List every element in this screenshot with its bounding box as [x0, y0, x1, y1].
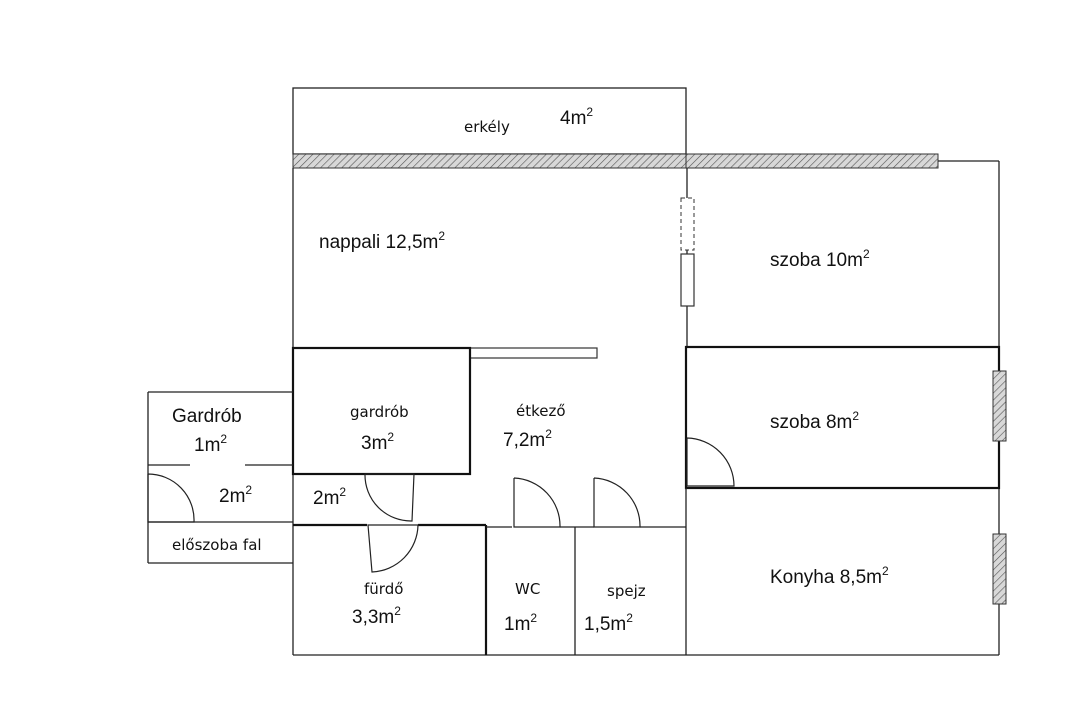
- window-szoba8: [992, 370, 1007, 442]
- label-konyha: Konyha 8,5m2: [770, 564, 889, 588]
- label-gardrob1-name: Gardrób: [172, 406, 242, 427]
- label-eloszoba: előszoba fal: [172, 536, 262, 554]
- label-spejz-area: 1,5m2: [584, 611, 633, 635]
- bathroom-block-walls: [293, 488, 687, 655]
- doors: [147, 437, 735, 573]
- balcony-window-wall-right: [685, 153, 939, 169]
- label-szoba10: szoba 10m2: [770, 247, 870, 271]
- label-etkezo-area: 7,2m2: [503, 427, 552, 451]
- label-etkezo-name: étkező: [516, 402, 566, 420]
- sliding-door-open: [680, 197, 695, 251]
- counter-bar: [469, 347, 598, 359]
- sliding-door-closed: [680, 253, 695, 307]
- label-wc-area: 1m2: [504, 611, 537, 635]
- label-erkely-name: erkély: [464, 118, 510, 136]
- label-hall-right-area: 2m2: [313, 485, 346, 509]
- label-gardrob1-area: 1m2: [194, 432, 227, 456]
- label-hall-left-area: 2m2: [219, 483, 252, 507]
- window-konyha: [992, 533, 1007, 605]
- label-erkely-area: 4m2: [560, 105, 593, 129]
- label-wc-name: WC: [515, 580, 540, 598]
- label-furdo-area: 3,3m2: [352, 604, 401, 628]
- label-furdo-name: fürdő: [364, 580, 403, 598]
- balcony-window-wall-left: [292, 153, 687, 169]
- label-gardrob3-name: gardrób: [350, 403, 409, 421]
- label-szoba8: szoba 8m2: [770, 409, 859, 433]
- label-nappali: nappali 12,5m2: [319, 229, 445, 253]
- label-gardrob3-area: 3m2: [361, 430, 394, 454]
- label-spejz-name: spejz: [607, 582, 646, 600]
